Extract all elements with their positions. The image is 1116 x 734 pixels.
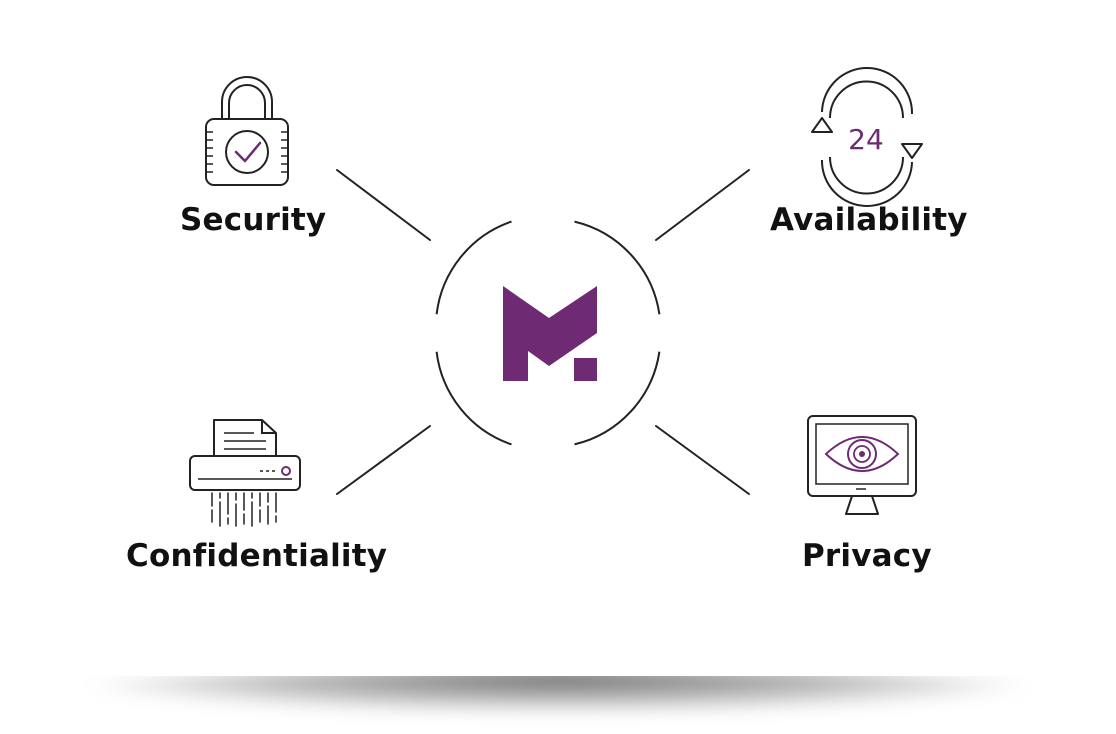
label-confidentiality: Confidentiality bbox=[126, 538, 388, 574]
logo-dot bbox=[574, 358, 597, 381]
connector-security bbox=[336, 169, 431, 241]
clock-hours-text: 24 bbox=[848, 123, 884, 156]
paper-shredder-icon bbox=[189, 419, 301, 527]
connector-privacy bbox=[655, 425, 750, 495]
label-privacy: Privacy bbox=[802, 538, 932, 574]
ring-arc-top-left bbox=[435, 220, 512, 315]
connector-confidentiality bbox=[336, 425, 431, 495]
logo-m bbox=[503, 286, 597, 381]
ring-arc-top-right bbox=[574, 220, 661, 315]
label-availability: Availability bbox=[770, 202, 968, 238]
monitor-eye-icon bbox=[807, 415, 917, 515]
ring-arc-bottom-left bbox=[435, 351, 512, 446]
logo-m-shape bbox=[503, 286, 597, 381]
ring-arc-bottom-right bbox=[574, 351, 661, 446]
24-hours-cycle-icon: 24 bbox=[811, 67, 923, 207]
padlock-check-icon bbox=[205, 76, 289, 186]
connector-availability bbox=[655, 169, 750, 241]
center-ring bbox=[435, 220, 661, 446]
label-security: Security bbox=[180, 202, 327, 238]
